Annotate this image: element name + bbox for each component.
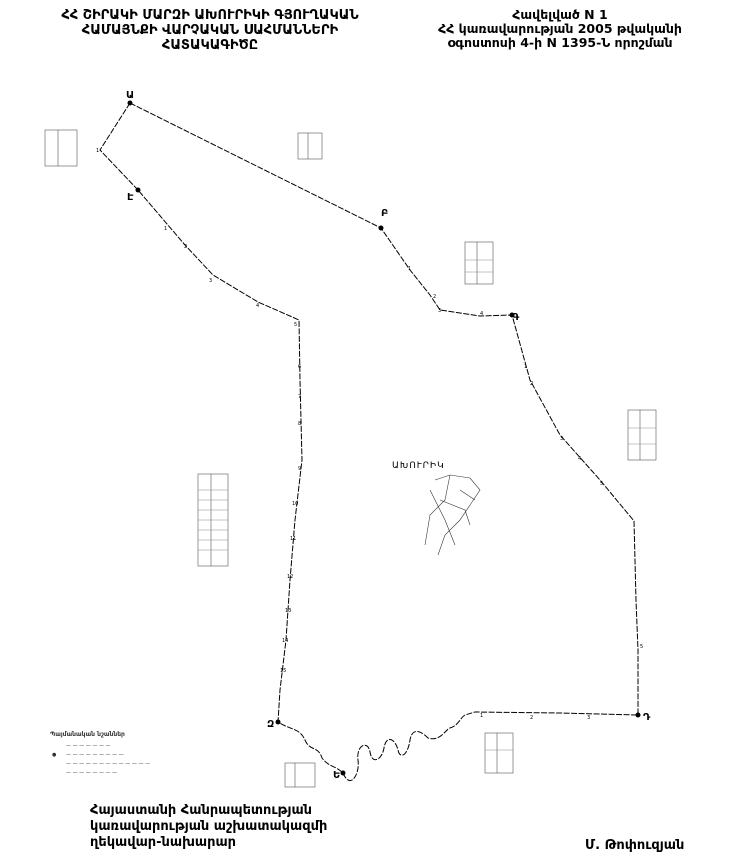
table-rows xyxy=(198,259,656,751)
svg-text:1: 1 xyxy=(408,266,411,272)
svg-text:3: 3 xyxy=(587,715,590,721)
annex-reference: Հավելված N 1 ՀՀ կառավարության 2005 թվակա… xyxy=(430,8,690,50)
point-label: Ե xyxy=(333,770,340,781)
svg-text:3: 3 xyxy=(560,436,563,442)
svg-text:5: 5 xyxy=(294,322,297,328)
title-line: ՀԱՏԱԿԱԳԻԾԸ xyxy=(161,38,259,53)
svg-text:9: 9 xyxy=(298,466,301,472)
svg-text:10: 10 xyxy=(292,501,298,507)
signatory-name: Մ. Թոփուզյան xyxy=(585,838,685,853)
svg-text:11: 11 xyxy=(290,536,296,542)
svg-text:8: 8 xyxy=(298,421,301,427)
title-line: ՀԱՄԱՅՆՔԻ ՎԱՐՉԱԿԱՆ ՍԱՀՄԱՆՆԵՐԻ xyxy=(81,23,339,38)
svg-text:4: 4 xyxy=(578,456,581,462)
legend-item: — — — — — — — — xyxy=(66,770,118,776)
boundary-vertices xyxy=(127,100,641,776)
point-label: Բ xyxy=(381,208,388,219)
position-line: ղեկավար-նախարար xyxy=(90,835,237,850)
svg-text:2: 2 xyxy=(530,381,533,387)
annex-line: օգոստոսի 4-ի N 1395-Ն որոշման xyxy=(447,35,673,50)
svg-text:14: 14 xyxy=(282,638,288,644)
svg-text:3: 3 xyxy=(438,308,441,314)
svg-text:2: 2 xyxy=(184,244,187,250)
svg-text:15: 15 xyxy=(280,668,286,674)
point-label: Դ xyxy=(643,712,651,723)
svg-text:13: 13 xyxy=(285,608,291,614)
svg-text:5: 5 xyxy=(600,481,603,487)
point-label: Ա xyxy=(126,90,134,101)
svg-text:6: 6 xyxy=(298,364,301,370)
point-label: Գ xyxy=(512,312,520,323)
svg-text:12: 12 xyxy=(287,574,293,580)
settlement-outline xyxy=(424,474,481,556)
legend-item: — — — — — — — — — — — — — xyxy=(66,761,151,767)
document-title: ՀՀ ՇԻՐԱԿԻ ՄԱՐԶԻ ԱԽՈՒՐԻԿԻ ԳՅՈՒՂԱԿԱՆ ՀԱՄԱՅ… xyxy=(60,8,360,53)
svg-text:4: 4 xyxy=(480,311,483,317)
point-label: Է xyxy=(127,192,134,203)
coordinate-tables xyxy=(44,129,657,788)
annex-line: Հավելված N 1 xyxy=(512,7,608,22)
svg-text:1: 1 xyxy=(480,713,483,719)
settlement-label: ԱԽՈՒՐԻԿ xyxy=(392,461,445,471)
title-line: ՀՀ ՇԻՐԱԿԻ ՄԱՐԶԻ ԱԽՈՒՐԻԿԻ ԳՅՈՒՂԱԿԱՆ xyxy=(61,8,359,23)
svg-text:3: 3 xyxy=(209,278,212,284)
legend-item: — — — — — — — xyxy=(66,743,111,749)
legend-title: Պայմանական նշաններ xyxy=(50,731,125,738)
annex-line: ՀՀ կառավարության 2005 թվականի xyxy=(438,21,682,36)
svg-text:2: 2 xyxy=(530,715,533,721)
point-label: Զ xyxy=(267,719,274,730)
svg-text:7: 7 xyxy=(298,394,301,400)
legend-item: ●— — — — — — — — — xyxy=(52,752,124,758)
position-line: կառավարության աշխատակազմի xyxy=(90,819,328,834)
svg-text:1: 1 xyxy=(96,148,99,154)
svg-text:2: 2 xyxy=(433,294,436,300)
svg-text:1: 1 xyxy=(164,226,167,232)
map-legend: Պայմանական նշաններ — — — — — — — ●— — — … xyxy=(50,730,150,778)
signatory-position: Հայաստանի Հանրապետության կառավարության ա… xyxy=(90,803,327,851)
svg-text:1: 1 xyxy=(524,364,527,370)
position-line: Հայաստանի Հանրապետության xyxy=(90,803,313,818)
boundary-line xyxy=(99,102,639,781)
svg-text:5: 5 xyxy=(640,644,643,650)
svg-text:4: 4 xyxy=(256,303,259,309)
